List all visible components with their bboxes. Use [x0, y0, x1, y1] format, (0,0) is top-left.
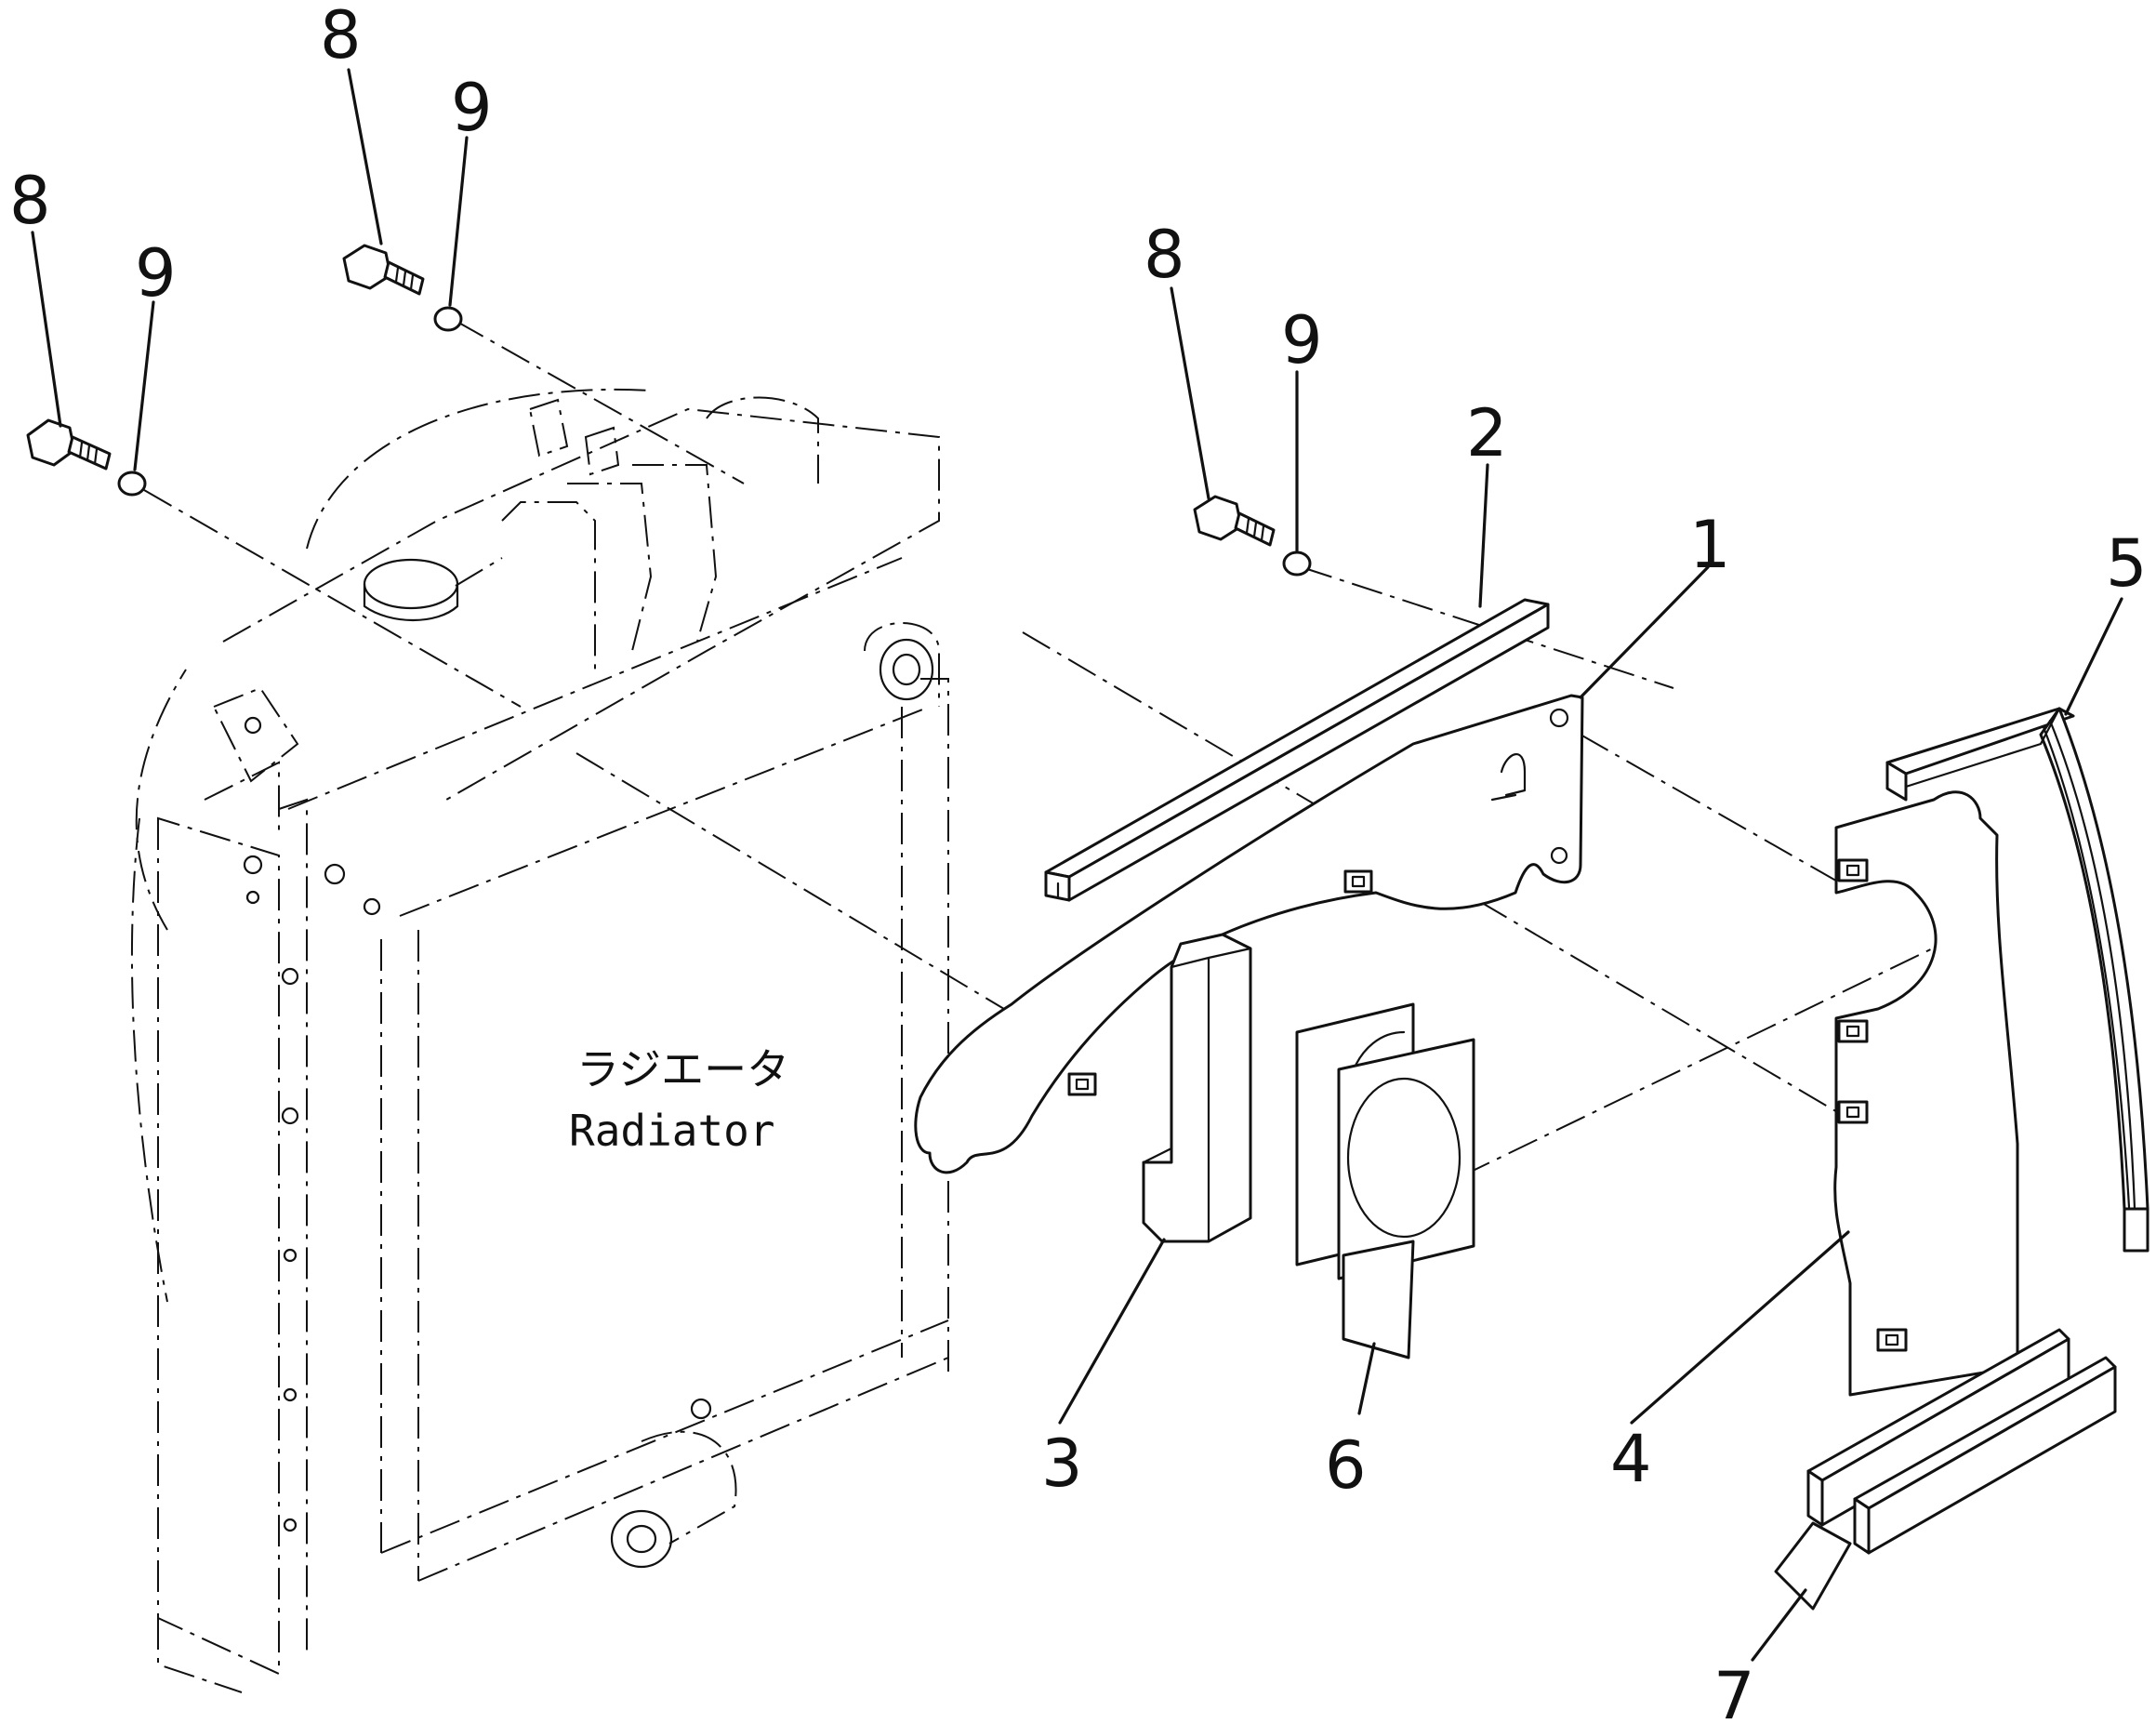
callout-8-top: 8	[320, 0, 362, 73]
callout-8-right: 8	[1144, 217, 1185, 293]
seal-bars-7	[1774, 1328, 2117, 1611]
callout-9-top: 9	[451, 70, 493, 146]
bolt-8-left	[26, 418, 112, 471]
callout-leaders	[31, 68, 2123, 1662]
bolt-8-top	[342, 244, 425, 296]
gasket-6	[1295, 1002, 1475, 1359]
radiator-label-en: Radiator	[569, 1106, 775, 1156]
callout-3: 3	[1041, 1426, 1083, 1502]
callout-9-right: 9	[1281, 302, 1323, 378]
callout-4: 4	[1610, 1421, 1652, 1497]
seal-bar-2	[1044, 598, 1550, 902]
washer-9-left	[117, 471, 147, 497]
radiator-assembly: ラジエータ Radiator	[130, 389, 949, 1693]
callout-2: 2	[1466, 395, 1508, 471]
block-3	[1142, 933, 1252, 1243]
washer-9-right	[1282, 550, 1312, 577]
washer-9-top	[433, 306, 463, 332]
callout-7: 7	[1713, 1658, 1755, 1724]
bolt-8-right	[1193, 495, 1276, 547]
callout-6: 6	[1325, 1427, 1367, 1504]
plate-1	[914, 694, 1584, 1174]
callout-8-left: 8	[9, 163, 51, 239]
radiator-label-jp: ラジエータ	[576, 1044, 789, 1094]
callout-9-left: 9	[135, 235, 177, 312]
callout-numbers: 8 9 8 9 8 9 2 1 5 3 6 4 7	[9, 0, 2148, 1724]
callout-5: 5	[2106, 525, 2148, 602]
plate-4	[1833, 790, 2019, 1397]
seal-5	[1885, 707, 2149, 1253]
callout-1: 1	[1689, 507, 1731, 583]
